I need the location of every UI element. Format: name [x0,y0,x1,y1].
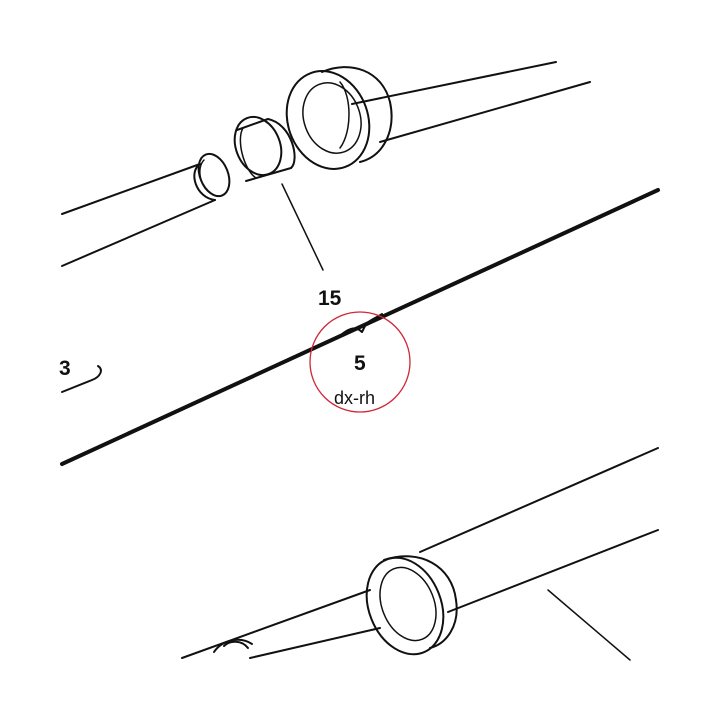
main-diagonal-rod [60,188,660,466]
part-3-bracket [61,365,102,393]
upper-shaft-right [351,61,591,143]
lower-bearing-collar [365,555,458,656]
bushing-part-15 [233,115,296,182]
callout-15: 15 [318,287,342,310]
rod-bracket-marker [341,313,383,335]
lower-shaft [181,447,659,659]
callout-5: 5 [354,352,366,375]
leader-line-15 [281,183,324,271]
leader-line-lower [547,589,631,661]
lower-shaft-end [213,638,253,653]
callout-5-subtitle: dx-rh [334,388,375,408]
highlight-circle [309,311,411,413]
callout-3: 3 [59,357,71,380]
shaft-groove-ring [197,152,231,198]
bearing-cup [285,66,393,170]
upper-shaft-left [61,163,216,267]
